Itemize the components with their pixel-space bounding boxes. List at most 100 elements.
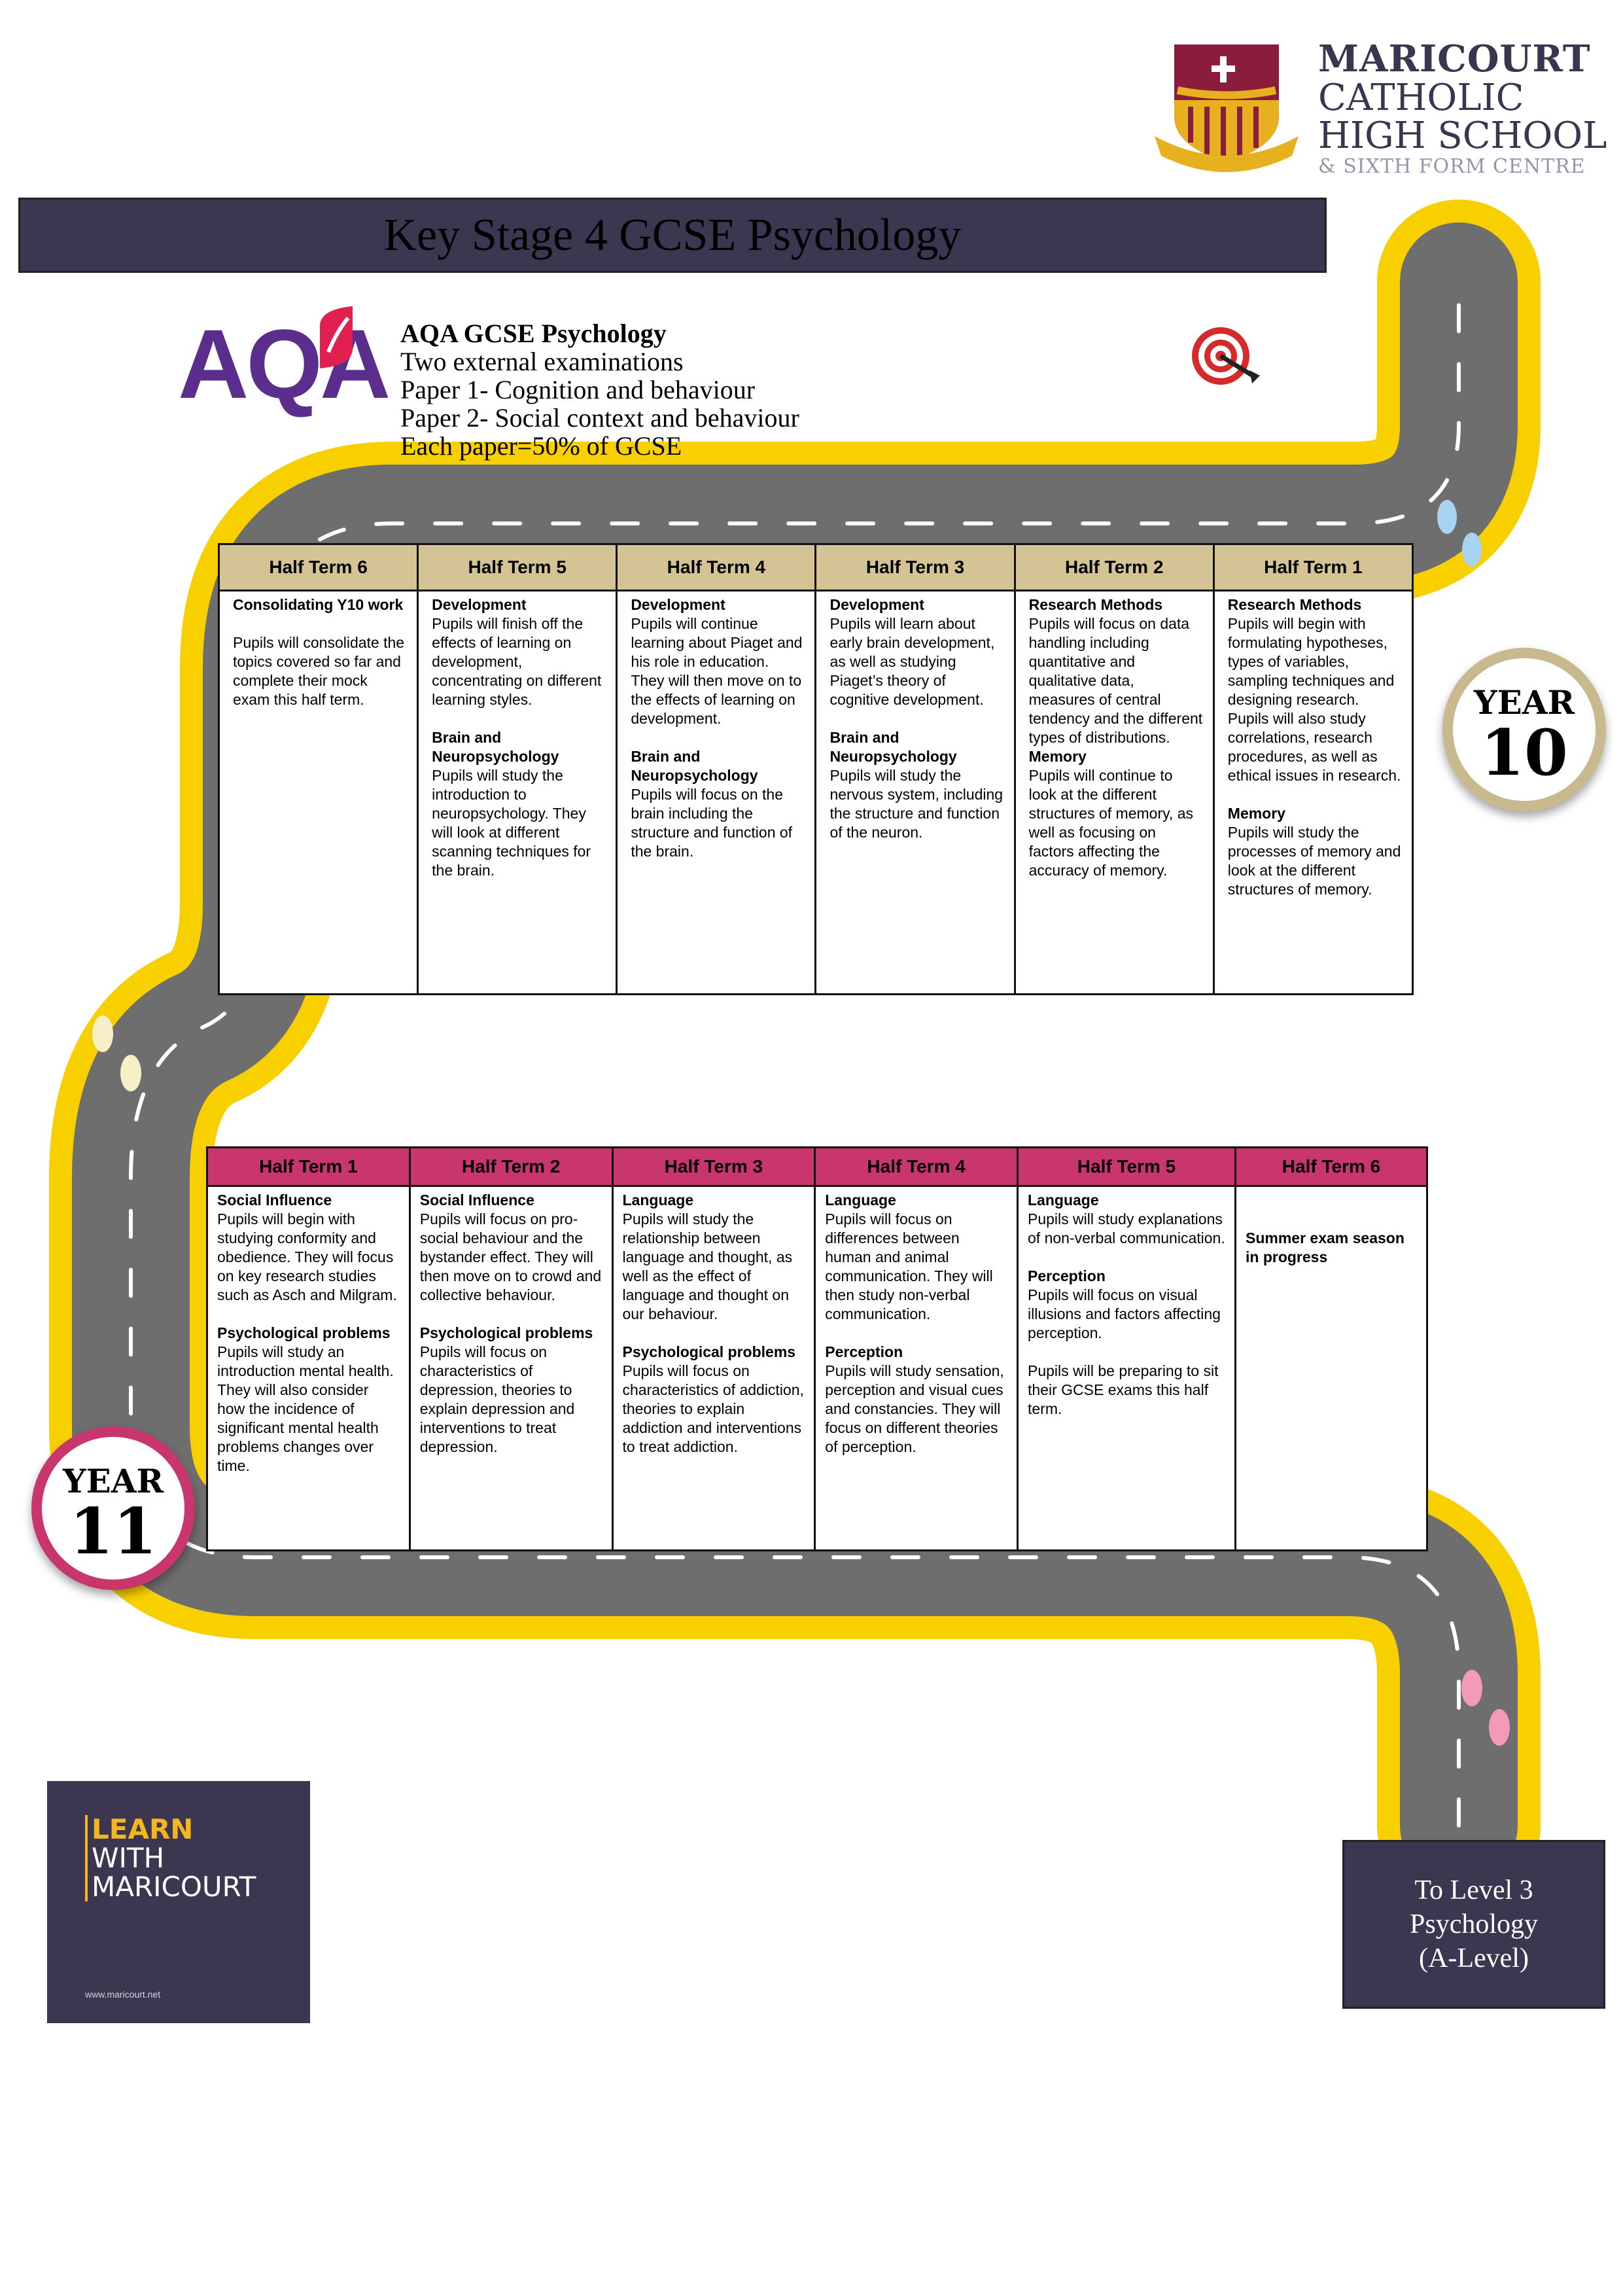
year11-badge-label: YEAR (62, 1462, 164, 1500)
year11-badge-number: 11 (69, 1494, 157, 1568)
learn-line3: MARICOURT (92, 1871, 256, 1903)
cell-title: Development (631, 596, 725, 613)
exam-info-line: Two external examinations (400, 347, 684, 376)
cell-body: Pupils will focus on characteristics of … (419, 1343, 575, 1455)
next-step-box: To Level 3 Psychology (A-Level) (1342, 1840, 1605, 2009)
cell-body: Pupils will learn about early brain deve… (829, 615, 995, 708)
exam-info-line: Paper 1- Cognition and behaviour (400, 375, 756, 404)
target-arrow-icon (1192, 327, 1260, 385)
cell-body: Pupils will be preparing to sit their GC… (1028, 1362, 1219, 1417)
cell-body: Pupils will study the processes of memor… (1227, 824, 1401, 898)
school-name-line4: & SIXTH FORM CENTRE (1318, 155, 1586, 178)
exam-info-line: Each paper=50% of GCSE (400, 431, 682, 461)
cell-body: Pupils will focus on visual illusions an… (1028, 1286, 1221, 1341)
y10-header: Half Term 4 (616, 543, 817, 592)
footprints-blue-icon (1437, 500, 1482, 567)
cell-title: Research Methods (1028, 596, 1163, 613)
y11-header: Half Term 3 (611, 1146, 816, 1187)
next-step-text: To Level 3 Psychology (A-Level) (1409, 1875, 1538, 1973)
cell-body: Pupils will finish off the effects of le… (432, 615, 602, 708)
cell-body: Pupils will study the nervous system, in… (829, 767, 1003, 841)
school-name-line2: CATHOLIC (1318, 77, 1524, 119)
cell-title: Summer exam season in progress (1246, 1229, 1405, 1265)
cell-title: Language (622, 1192, 694, 1209)
aqa-logo: AQA (178, 309, 391, 419)
year10-plan-table: Half Term 6 Half Term 5 Half Term 4 Half… (217, 543, 1414, 995)
cell-title: Psychological problems (622, 1343, 796, 1360)
cell-title: Consolidating Y10 work (233, 596, 404, 613)
footprints-cream-icon (92, 1016, 141, 1091)
cell-title: Development (829, 596, 924, 613)
cell-body: Pupils will focus on data handling inclu… (1028, 615, 1203, 746)
cell-title: Brain and Neuropsychology (829, 729, 957, 765)
cell-title: Memory (1028, 748, 1087, 765)
title-bar: Key Stage 4 GCSE Psychology (18, 198, 1327, 273)
y10-header: Half Term 1 (1212, 543, 1414, 592)
cell-body: Pupils will focus on the brain including… (631, 786, 793, 860)
learn-with-maricourt-logo: LEARN WITH MARICOURT www.maricourt.net (47, 1781, 310, 2023)
aqa-leaf-icon (320, 306, 353, 368)
school-crest-icon (1155, 44, 1299, 172)
cell-body: Pupils will study sensation, perception … (825, 1362, 1004, 1455)
school-name-line1: MARICOURT (1318, 37, 1591, 80)
year10-badge: YEAR 10 (1442, 648, 1606, 811)
website-url: www.maricourt.net (85, 1989, 161, 2000)
cell-body: Pupils will focus on differences between… (825, 1210, 993, 1322)
cell-title: Language (825, 1192, 896, 1209)
y10-cell: Consolidating Y10 work Pupils will conso… (217, 590, 419, 995)
cell-body: Pupils will consolidate the topics cover… (233, 634, 405, 708)
year11-plan-table: Half Term 1 Half Term 2 Half Term 3 Half… (206, 1146, 1428, 1551)
cell-title: Brain and Neuropsychology (432, 729, 559, 765)
y10-header: Half Term 3 (814, 543, 1016, 592)
cell-body: Pupils will study the relationship betwe… (622, 1210, 793, 1322)
y10-header: Half Term 6 (217, 543, 419, 592)
y11-header: Half Term 4 (814, 1146, 1019, 1187)
y11-header: Half Term 2 (408, 1146, 614, 1187)
cell-title: Language (1028, 1192, 1099, 1209)
cell-title: Perception (825, 1343, 903, 1360)
y10-header: Half Term 5 (417, 543, 618, 592)
cell-body: Pupils will begin with studying conformi… (217, 1210, 397, 1303)
cell-body: Pupils will study the introduction to ne… (432, 767, 591, 879)
year10-badge-label: YEAR (1473, 683, 1575, 722)
cell-body: Pupils will continue to look at the diff… (1028, 767, 1193, 879)
footprints-pink-icon (1461, 1670, 1510, 1746)
cell-body: Pupils will focus on pro-social behaviou… (419, 1210, 602, 1303)
exam-info-line: Paper 2- Social context and behaviour (400, 403, 799, 433)
exam-info-heading: AQA GCSE Psychology (400, 319, 667, 348)
cell-title: Research Methods (1227, 596, 1362, 613)
year11-badge: YEAR 11 (31, 1426, 195, 1590)
y11-header: Half Term 5 (1017, 1146, 1236, 1187)
y11-header: Half Term 6 (1234, 1146, 1428, 1187)
cell-title: Social Influence (217, 1192, 332, 1209)
y10-header: Half Term 2 (1013, 543, 1215, 592)
y11-cell: Summer exam season in progress (1234, 1185, 1428, 1551)
learn-line1: LEARN (92, 1813, 194, 1845)
school-name-line3: HIGH SCHOOL (1318, 115, 1607, 157)
cell-body: Pupils will begin with formulating hypot… (1227, 615, 1401, 784)
cell-body: Pupils will study an introduction mental… (217, 1343, 394, 1474)
cell-body: Pupils will continue learning about Piag… (631, 615, 803, 727)
page-title: Key Stage 4 GCSE Psychology (383, 209, 962, 260)
y11-header: Half Term 1 (206, 1146, 411, 1187)
cell-title: Perception (1028, 1267, 1106, 1284)
year10-badge-number: 10 (1480, 716, 1568, 790)
cell-title: Psychological problems (217, 1324, 391, 1341)
school-name: MARICOURT CATHOLIC HIGH SCHOOL & SIXTH F… (1318, 41, 1607, 177)
cell-title: Social Influence (419, 1192, 534, 1209)
cell-title: Psychological problems (419, 1324, 593, 1341)
cell-body: Pupils will focus on characteristics of … (622, 1362, 804, 1455)
cell-title: Development (432, 596, 527, 613)
cell-title: Brain and Neuropsychology (631, 748, 758, 784)
